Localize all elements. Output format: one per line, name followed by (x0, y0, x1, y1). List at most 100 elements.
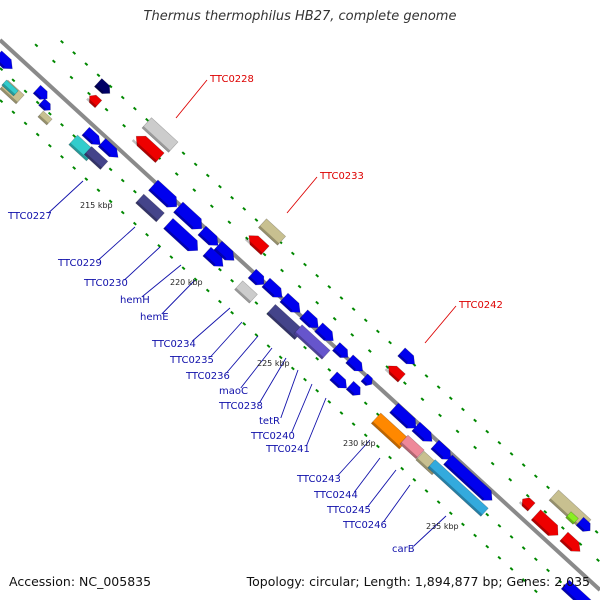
gene-feature[interactable] (329, 371, 351, 392)
tick-mark (72, 134, 77, 138)
gene-feature[interactable] (299, 309, 323, 332)
gene-feature[interactable] (345, 354, 367, 375)
gene-feature[interactable] (93, 78, 113, 98)
tick-mark (594, 530, 599, 534)
gene-feature[interactable] (261, 277, 286, 302)
gene-feature[interactable] (560, 579, 599, 600)
gene-feature[interactable] (559, 531, 584, 556)
gene-feature[interactable] (397, 347, 419, 368)
gene-feature[interactable] (411, 421, 436, 446)
tick-mark (120, 210, 125, 215)
gene-label: maoC (219, 386, 248, 397)
gene-feature[interactable] (370, 412, 410, 450)
tick-mark (11, 110, 16, 115)
gene-feature[interactable] (213, 240, 238, 265)
gene-feature[interactable] (345, 380, 364, 399)
gene-feature[interactable] (97, 138, 122, 162)
tick-mark (303, 262, 307, 267)
tick-mark (11, 78, 16, 83)
map-title: Thermus thermophilus HB27, complete geno… (143, 9, 457, 24)
tick-mark (132, 106, 137, 111)
tick-mark (227, 220, 232, 225)
tick-mark (218, 184, 222, 189)
tick-mark (546, 568, 550, 573)
gene-feature[interactable] (279, 292, 304, 317)
gene-feature[interactable] (234, 280, 258, 304)
tick-mark (145, 117, 149, 122)
gene-feature[interactable] (135, 193, 165, 223)
gene-feature[interactable] (141, 117, 179, 153)
gene-feature[interactable] (575, 516, 594, 535)
tick-mark (108, 199, 113, 204)
gene-feature[interactable] (86, 92, 103, 109)
tick-mark (485, 429, 490, 434)
tick-mark (35, 132, 40, 137)
gene-feature[interactable] (389, 402, 421, 433)
tick-mark (193, 162, 198, 167)
gene-feature[interactable] (293, 324, 331, 360)
tick-mark (497, 440, 502, 445)
gene-feature[interactable] (173, 201, 206, 234)
gene-feature[interactable] (244, 231, 270, 256)
tick-mark (351, 422, 356, 427)
gene-feature[interactable] (32, 84, 51, 103)
tick-mark (145, 232, 149, 237)
gene-feature[interactable] (148, 179, 181, 212)
gene-feature[interactable] (38, 98, 54, 114)
tick-mark (521, 546, 526, 550)
tick-mark (525, 493, 530, 498)
tick-mark (34, 43, 39, 48)
gene-feature[interactable] (202, 246, 227, 271)
gene-feature[interactable] (530, 509, 563, 541)
gene-feature[interactable] (81, 126, 104, 149)
tick-mark (205, 173, 210, 178)
gene-feature[interactable] (331, 342, 351, 362)
tick-mark (84, 177, 89, 181)
gene-feature[interactable] (427, 459, 489, 517)
gene-label: TTC0241 (265, 444, 310, 455)
gene-label: TTC0245 (326, 505, 371, 516)
tick-mark (402, 381, 407, 386)
gene-label: TTC0238 (218, 401, 263, 412)
label-leader (337, 439, 371, 477)
tick-mark (315, 300, 320, 305)
tick-mark (254, 301, 259, 305)
tick-mark (254, 218, 259, 222)
gene-feature[interactable] (266, 303, 304, 341)
gene-feature[interactable] (131, 131, 165, 164)
tick-mark (473, 533, 478, 538)
tick-mark (558, 579, 563, 584)
gene-feature[interactable] (1, 79, 19, 97)
gene-feature[interactable] (83, 146, 109, 170)
gene-feature[interactable] (257, 218, 287, 246)
tick-mark (290, 366, 295, 371)
tick-mark (181, 151, 186, 156)
tick-mark (509, 535, 514, 539)
gene-label: TTC0229 (57, 258, 102, 269)
tick-mark (266, 344, 271, 349)
gene-feature[interactable] (37, 110, 53, 126)
gene-label: TTC0227 (7, 211, 52, 222)
gene-feature[interactable] (565, 511, 579, 525)
gene-feature[interactable] (443, 454, 496, 505)
gene-feature[interactable] (430, 439, 455, 464)
tick-mark (0, 99, 4, 104)
gene-feature[interactable] (247, 268, 268, 289)
gene-feature[interactable] (360, 373, 375, 388)
gene-label: hemH (120, 295, 150, 306)
tick-mark (412, 362, 417, 367)
gene-feature[interactable] (197, 225, 222, 250)
gene-feature[interactable] (384, 362, 406, 383)
tick-mark (412, 477, 417, 482)
tick-mark (69, 75, 74, 80)
tick-mark (497, 555, 502, 560)
gene-feature[interactable] (314, 322, 338, 345)
gene-feature[interactable] (518, 495, 536, 512)
gene-feature[interactable] (163, 217, 203, 255)
gene-feature[interactable] (399, 434, 425, 460)
tick-mark (315, 273, 320, 278)
gene-feature[interactable] (0, 50, 16, 73)
tick-mark (508, 477, 513, 482)
label-leader (424, 305, 457, 344)
